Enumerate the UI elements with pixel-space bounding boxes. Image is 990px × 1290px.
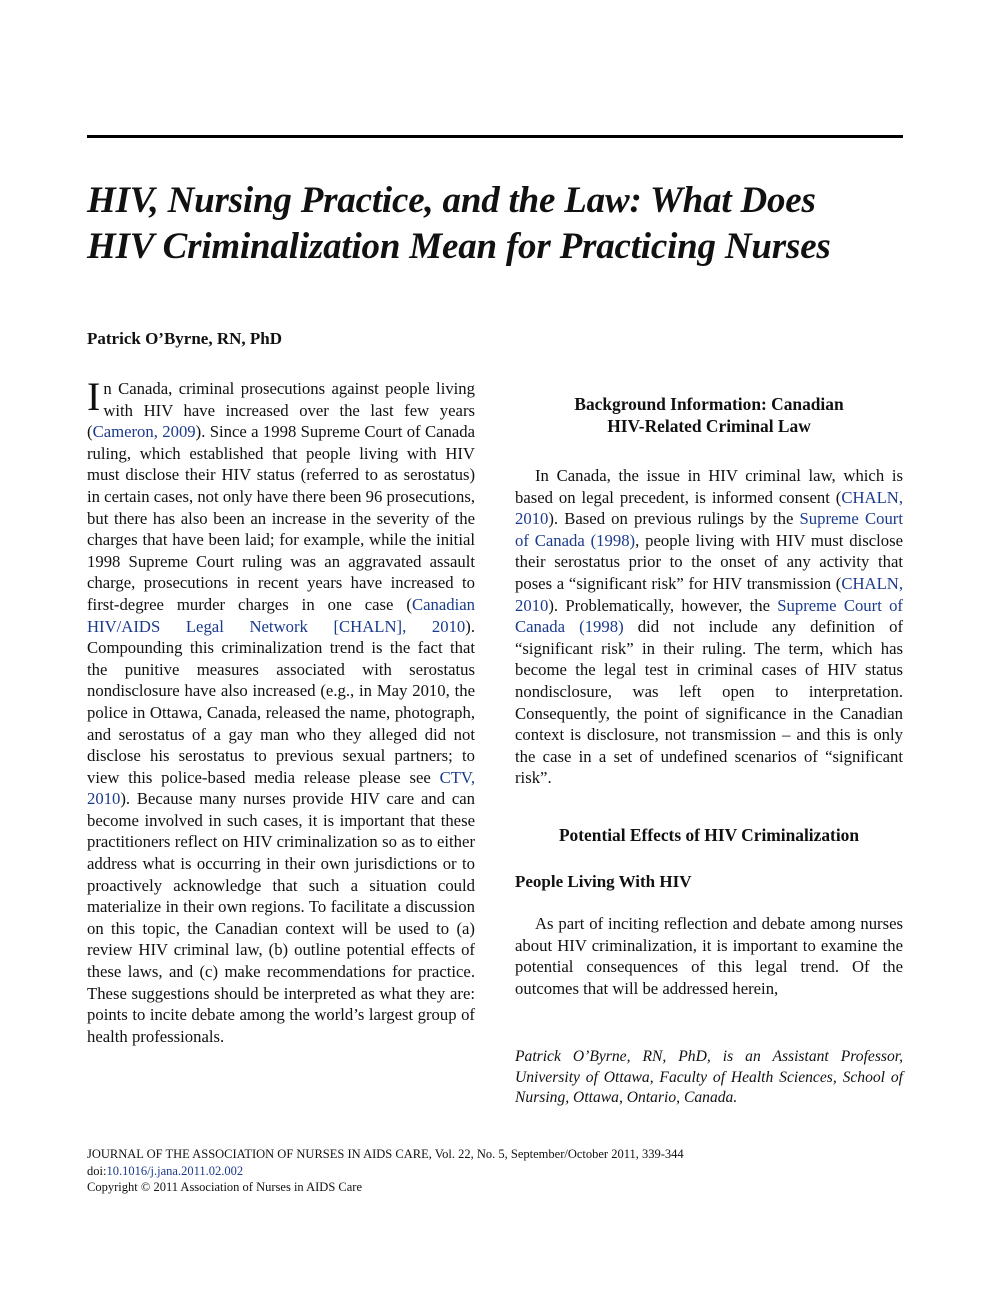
section-heading: Potential Effects of HIV Criminalization (558, 824, 860, 845)
citation-link[interactable]: CHALN, 2010 (515, 487, 903, 529)
page-footer: JOURNAL OF THE ASSOCIATION OF NURSES IN … (87, 1146, 907, 1196)
title-line-2: HIV Criminalization Mean for Practicing … (87, 226, 831, 267)
subsection-heading: People Living With HIV (515, 871, 692, 891)
copyright-line: Copyright © 2011 Association of Nurses i… (87, 1180, 362, 1194)
citation-link[interactable]: Canadian HIV/AIDS Legal Network [CHALN],… (87, 594, 475, 636)
citation-link[interactable]: Supreme Court of Canada (1998) (515, 595, 903, 637)
title-line-1: HIV, Nursing Practice, and the Law: What… (87, 180, 816, 221)
drop-cap: I (87, 374, 101, 419)
background-paragraph: In Canada, the issue in HIV criminal law… (515, 466, 903, 788)
author-byline: Patrick O’Byrne, RN, PhD (87, 329, 283, 348)
citation-link[interactable]: CTV, 2010 (87, 767, 475, 809)
header-rule (87, 135, 903, 138)
article-title: HIV, Nursing Practice, and the Law: What… (87, 178, 903, 270)
right-column: Background Information: Canadian HIV-Rel… (515, 393, 903, 1109)
citation-link[interactable]: CHALN, 2010 (515, 573, 903, 615)
doi-link[interactable]: 10.1016/j.jana.2011.02.002 (106, 1163, 244, 1178)
section-heading: Background Information: Canadian HIV-Rel… (574, 394, 844, 436)
citation-link[interactable]: Cameron, 2009 (92, 422, 196, 442)
author-affiliation: Patrick O’Byrne, RN, PhD, is an Assistan… (515, 1048, 903, 1107)
effects-paragraph: As part of inciting reflection and debat… (515, 913, 903, 998)
citation-link[interactable]: Supreme Court of Canada (1998) (515, 509, 903, 550)
doi-line: doi:10.1016/j.jana.2011.02.002 (87, 1163, 244, 1178)
journal-citation: JOURNAL OF THE ASSOCIATION OF NURSES IN … (87, 1147, 684, 1161)
